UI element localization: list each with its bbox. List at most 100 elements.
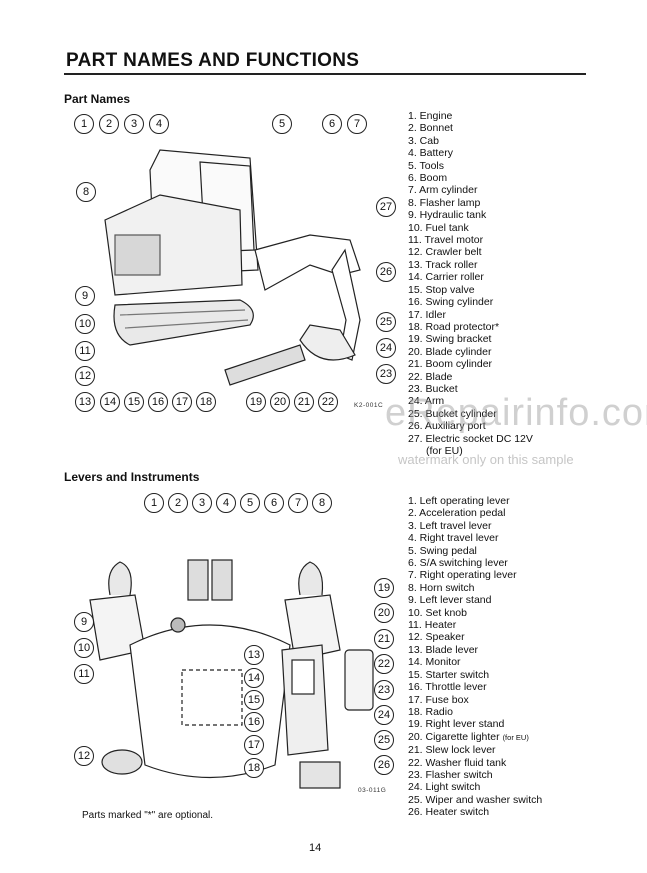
title-underline <box>64 73 586 75</box>
cab-interior-illustration <box>89 559 374 789</box>
list-item: 9. Left lever stand <box>408 594 492 607</box>
list-item: 6. S/A switching lever <box>408 557 508 570</box>
list-item: 21. Boom cylinder <box>408 358 493 371</box>
callout-lv-6: 6 <box>264 493 284 513</box>
callout-lv-9: 9 <box>74 612 94 632</box>
callout-lv-11: 11 <box>74 664 94 684</box>
section-heading-levers: Levers and Instruments <box>64 470 200 484</box>
list-item: 16. Throttle lever <box>408 681 487 694</box>
callout-15: 15 <box>124 392 144 412</box>
list-item: 22. Blade <box>408 370 453 383</box>
list-item: 17. Fuse box <box>408 693 469 706</box>
list-item: 3. Cab <box>408 134 439 147</box>
callout-lv-5: 5 <box>240 493 260 513</box>
callout-21: 21 <box>294 392 314 412</box>
list-item: 10. Fuel tank <box>408 221 469 234</box>
callout-lv-23: 23 <box>374 680 394 700</box>
callout-25: 25 <box>376 312 396 332</box>
list-item: 14. Carrier roller <box>408 271 484 284</box>
callout-17: 17 <box>172 392 192 412</box>
callout-11: 11 <box>75 341 95 361</box>
callout-lv-17: 17 <box>244 735 264 755</box>
section-heading-part-names: Part Names <box>64 92 131 106</box>
list-item: 13. Blade lever <box>408 643 479 656</box>
callout-16: 16 <box>148 392 168 412</box>
list-item: 24. Arm <box>408 395 445 408</box>
excavator-illustration <box>104 149 361 386</box>
list-item: 18. Radio <box>408 705 453 718</box>
list-item: 2. Bonnet <box>408 122 453 135</box>
list-item: 7. Right operating lever <box>408 569 517 582</box>
callout-19: 19 <box>246 392 266 412</box>
callout-10: 10 <box>75 314 95 334</box>
callout-lv-2: 2 <box>168 493 188 513</box>
list-item: 4. Right travel lever <box>408 532 499 545</box>
callout-lv-3: 3 <box>192 493 212 513</box>
list-item: 1. Engine <box>408 110 453 122</box>
callout-5: 5 <box>272 114 292 134</box>
list-item: 18. Road protector* <box>408 320 500 333</box>
list-item: 23. Bucket <box>408 382 458 395</box>
list-item: 17. Idler <box>408 308 446 321</box>
list-item: 5. Swing pedal <box>408 544 477 557</box>
callout-22: 22 <box>318 392 338 412</box>
list-item-subnote: (for EU) <box>502 732 529 742</box>
callout-4: 4 <box>149 114 169 134</box>
callout-lv-4: 4 <box>216 493 236 513</box>
list-item: 16. Swing cylinder <box>408 296 494 309</box>
callout-lv-26: 26 <box>374 755 394 775</box>
callout-lv-1: 1 <box>144 493 164 513</box>
callout-lv-15: 15 <box>244 690 264 710</box>
callout-8: 8 <box>76 182 96 202</box>
list-item: 8. Horn switch <box>408 581 475 594</box>
callout-lv-20: 20 <box>374 603 394 623</box>
list-item: 2. Acceleration pedal <box>408 507 506 520</box>
list-item: 23. Flasher switch <box>408 768 493 781</box>
callout-23: 23 <box>376 364 396 384</box>
callout-lv-12: 12 <box>74 746 94 766</box>
callout-lv-10: 10 <box>74 638 94 658</box>
callout-27: 27 <box>376 197 396 217</box>
callout-26: 26 <box>376 262 396 282</box>
callout-6: 6 <box>322 114 342 134</box>
list-item: 25. Wiper and washer switch <box>408 793 543 806</box>
crawler-track <box>113 299 254 346</box>
list-item: 11. Heater <box>408 619 457 632</box>
list-item: 27. Electric socket DC 12V <box>408 432 533 445</box>
callout-14: 14 <box>100 392 120 412</box>
callout-lv-25: 25 <box>374 730 394 750</box>
list-item: 24. Light switch <box>408 781 481 794</box>
list-item: 8. Flasher lamp <box>408 196 481 209</box>
list-item: 20. Blade cylinder <box>408 345 492 358</box>
callout-7: 7 <box>347 114 367 134</box>
watermark-logo: eRepairinfo.com <box>385 392 647 434</box>
callout-lv-8: 8 <box>312 493 332 513</box>
callout-lv-16: 16 <box>244 712 264 732</box>
callout-1: 1 <box>74 114 94 134</box>
page-title: PART NAMES AND FUNCTIONS <box>66 50 360 71</box>
list-item: 14. Monitor <box>408 656 461 669</box>
figure-code-levers: 03-011G <box>358 787 387 794</box>
list-item: 3. Left travel lever <box>408 519 492 532</box>
callout-12: 12 <box>75 366 95 386</box>
right-lever-stand <box>284 594 341 661</box>
list-item: 12. Speaker <box>408 631 465 644</box>
seat-shape <box>129 624 291 779</box>
callout-24: 24 <box>376 338 396 358</box>
list-item: 22. Washer fluid tank <box>408 756 507 769</box>
callout-13: 13 <box>75 392 95 412</box>
blade-shape <box>224 344 306 386</box>
callout-lv-7: 7 <box>288 493 308 513</box>
list-item: 13. Track roller <box>408 258 478 271</box>
figure-code-part-names: K2-001C <box>354 402 384 409</box>
list-item: 5. Tools <box>408 159 444 172</box>
list-item: 19. Swing bracket <box>408 333 492 346</box>
optional-parts-note: Parts marked "*" are optional. <box>82 810 214 821</box>
list-item: 15. Stop valve <box>408 283 475 296</box>
list-item: 19. Right lever stand <box>408 718 505 731</box>
list-item: 4. Battery <box>408 147 453 160</box>
callout-9: 9 <box>75 286 95 306</box>
list-item: 26. Auxiliary port <box>408 420 486 433</box>
list-item: 7. Arm cylinder <box>408 184 478 197</box>
list-item-text: 20. Cigarette lighter <box>408 730 500 743</box>
